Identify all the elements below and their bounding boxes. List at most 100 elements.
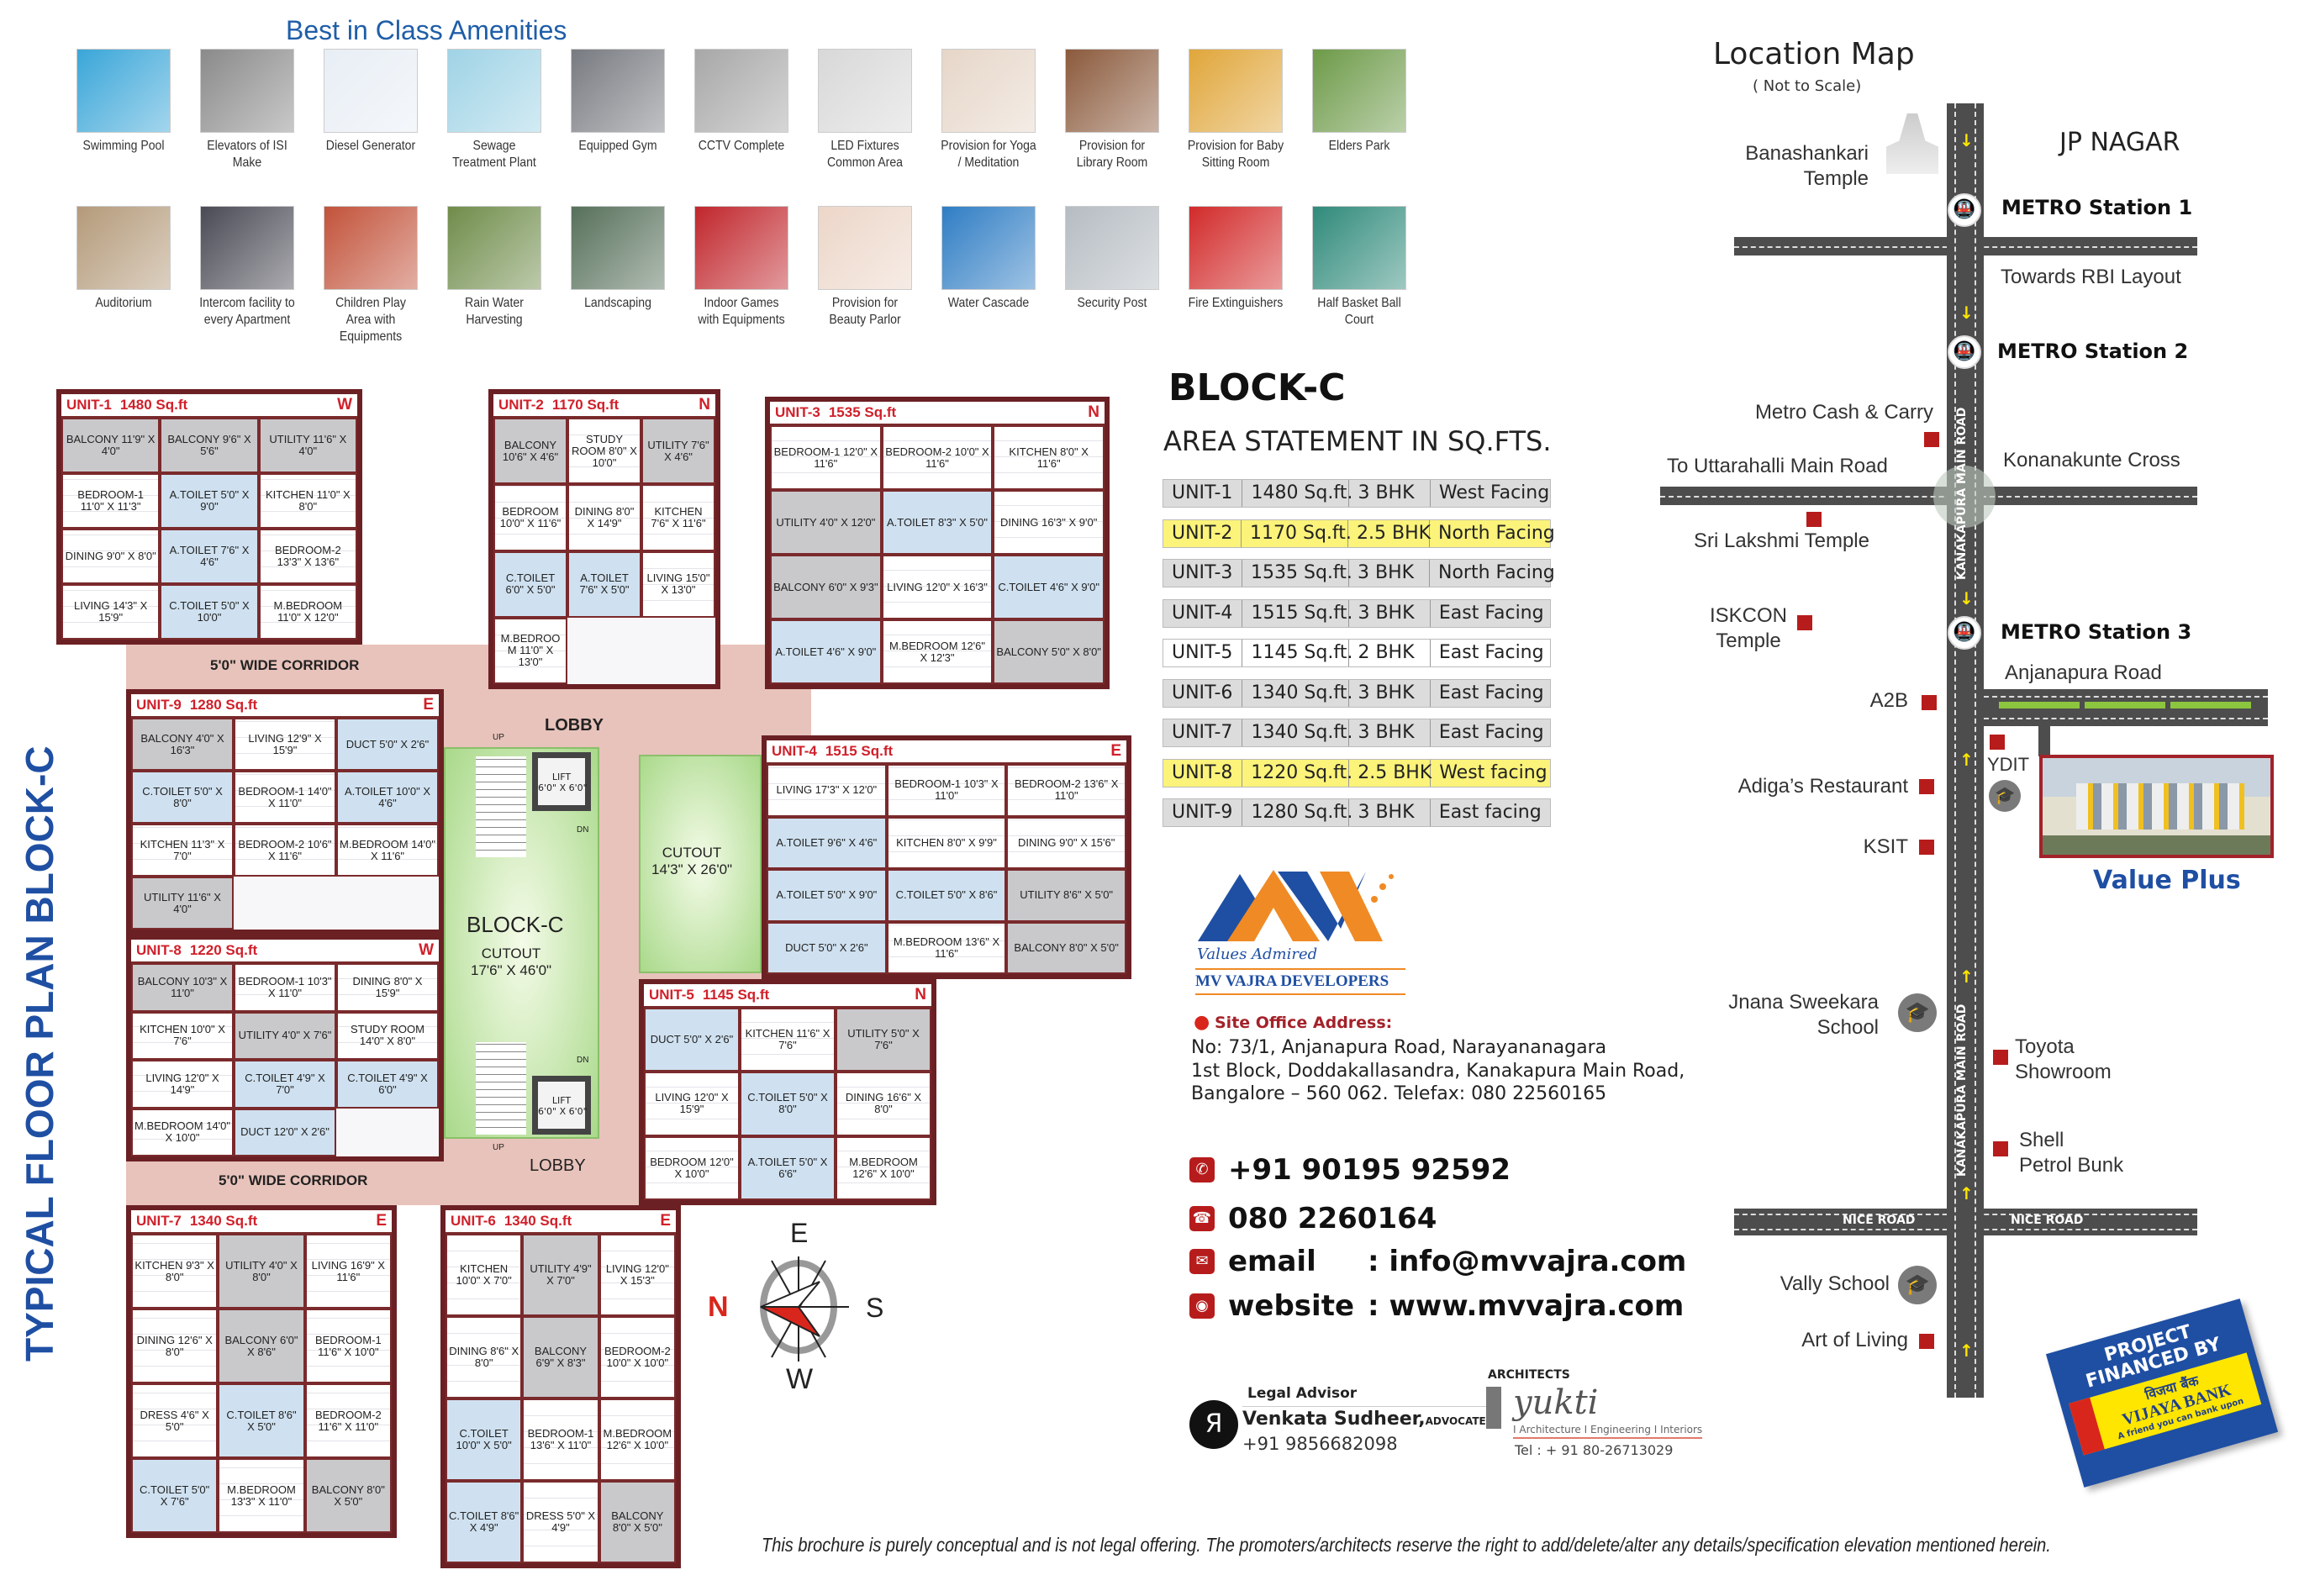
school-icon: 🎓 — [1898, 993, 1937, 1032]
amenity-photo — [200, 49, 294, 133]
unit-area: 1480 Sq.ft — [119, 397, 188, 413]
arrow-down-icon: ↓ — [1959, 588, 1974, 608]
main-cutout-label: CUTOUT 17'6" X 46'0" — [471, 945, 552, 978]
table-cell: 3 BHK — [1349, 599, 1431, 627]
email-icon: ✉ — [1189, 1249, 1215, 1274]
staircase — [476, 1042, 526, 1135]
amenity-photo — [1312, 206, 1406, 290]
table-cell: East Facing — [1438, 722, 1544, 743]
unit-label: UNIT-4 1515 Sq.ft E — [767, 740, 1126, 764]
table-cell: 3 BHK — [1349, 679, 1431, 707]
location-pin-icon: ● — [1194, 1012, 1210, 1033]
label-vally: Vally School — [1780, 1272, 1890, 1295]
amenity-label: Elevators of ISI Make — [207, 139, 287, 170]
room: C.TOILET 5'0" X 8'6" — [886, 869, 1007, 922]
lobby-label: LOBBY — [530, 1156, 586, 1175]
konanakunte-junction — [1933, 466, 1996, 528]
area-statement-title: AREA STATEMENT IN SQ.FTS. — [1163, 425, 1552, 457]
table-cell: 3 BHK — [1349, 480, 1431, 507]
website-url[interactable]: : www.mvvajra.com — [1368, 1289, 1685, 1323]
unit-area: 1170 Sq.ft — [551, 397, 620, 413]
developer-name: MV VAJRA DEVELOPERS — [1195, 968, 1405, 995]
amenity-label: Auditorium — [95, 296, 152, 310]
amenity-photo — [200, 206, 294, 290]
unit-name: UNIT-3 — [775, 404, 820, 420]
unit-name: UNIT-4 — [772, 743, 817, 759]
metro-station-1: METRO Station 1 — [2001, 196, 2193, 219]
room: LIVING 16'9" X 11'6" — [304, 1234, 392, 1309]
compass-south: S — [866, 1293, 884, 1323]
address-line: 1st Block, Doddakallasandra, Kanakapura … — [1191, 1061, 1685, 1082]
side-road — [2038, 726, 2050, 756]
room: BEDROOM 12'0" X 10'0" — [644, 1135, 740, 1200]
amenity-item: LED Fixtures Common Area — [810, 49, 920, 171]
room: BEDROOM-2 10'0" X 10'0" — [598, 1316, 676, 1398]
room: BEDROOM-1 13'6" X 11'0" — [522, 1398, 599, 1481]
amenity-photo — [447, 49, 541, 133]
table-cell: 2 BHK — [1349, 640, 1431, 666]
unit-name: UNIT-9 — [136, 697, 182, 713]
label-banashankari: Banashankari Temple — [1745, 142, 1869, 190]
amenity-item: Equipped Gym — [563, 49, 672, 155]
amenity-label: Provision for Baby Sitting Room — [1187, 139, 1284, 170]
lift: LIFT 6'0" X 6'0" — [532, 1076, 591, 1135]
table-cell: UNIT-1 — [1163, 480, 1243, 507]
legal-advisor-label: Legal Advisor — [1247, 1385, 1358, 1402]
school-icon: 🎓 — [1898, 1266, 1937, 1304]
side-cutout-label: CUTOUT 14'3" X 26'0" — [651, 845, 733, 877]
school-icon: 🎓 — [1989, 780, 2021, 812]
room: LIVING 12'9" X 15'9" — [234, 718, 336, 771]
mobile-icon: ✆ — [1189, 1157, 1215, 1183]
table-cell: UNIT-9 — [1163, 799, 1243, 826]
label-lakshmi: Sri Lakshmi Temple — [1694, 529, 1869, 552]
amenity-photo — [1065, 206, 1159, 290]
stair-down-label: DN — [577, 825, 589, 835]
unit-area: 1515 Sq.ft — [825, 743, 894, 759]
park-strips — [1999, 702, 2251, 708]
metro-icon: 🚇 — [1948, 193, 1981, 227]
room: C.TOILET 5'0" X 8'0" — [131, 771, 234, 824]
room: BEDROOM 10'0" X 11'6" — [493, 484, 567, 551]
room: M.BEDROOM 13'3" X 11'0" — [218, 1458, 305, 1533]
label-konanakunte: Konanakunte Cross — [2003, 449, 2180, 471]
table-cell: UNIT-4 — [1163, 599, 1243, 627]
table-cell: 2.5 BHK — [1349, 759, 1432, 787]
unit-facing-marker: E — [1110, 742, 1121, 760]
arrow-down-icon: ↓ — [1959, 303, 1974, 323]
room: A.TOILET 4'6" X 9'0" — [770, 619, 882, 684]
room: DRESS 4'6" X 5'0" — [131, 1383, 219, 1458]
room: BALCONY 10'3" X 11'0" — [131, 963, 234, 1012]
room: BEDROOM-1 14'0" X 11'0" — [234, 771, 336, 824]
room: UTILITY 4'0" X 7'6" — [234, 1011, 336, 1060]
room: BEDROOM-2 11'6" X 11'0" — [304, 1383, 392, 1458]
room: KITCHEN 10'0" X 7'6" — [131, 1011, 234, 1060]
address-line: Bangalore – 560 062. Telefax: 080 225601… — [1191, 1083, 1607, 1104]
email-address[interactable]: : info@mvvajra.com — [1368, 1245, 1687, 1278]
room: C.TOILET 5'0" X 7'6" — [131, 1458, 219, 1533]
finance-badge: PROJECT FINANCED BY विजया बैंक VIJAYA BA… — [2045, 1298, 2279, 1488]
temple-icon — [1886, 113, 1938, 174]
amenity-item: Auditorium — [69, 206, 178, 312]
room: DINING 16'6" X 8'0" — [836, 1072, 931, 1136]
table-cell: 1480 Sq.ft. — [1242, 480, 1352, 507]
table-cell: North Facing — [1438, 522, 1555, 544]
lobby-label: LOBBY — [545, 716, 604, 735]
room: LIVING 15'0" X 13'0" — [641, 550, 715, 618]
nice-road-label: NICE ROAD — [1843, 1214, 1916, 1227]
place-marker — [1993, 1141, 2008, 1156]
table-cell: West facing — [1439, 761, 1548, 783]
room: KITCHEN 7'6" X 11'6" — [641, 484, 715, 551]
project-name: Value Plus — [2093, 866, 2241, 895]
unit-area: 1535 Sq.ft — [828, 404, 897, 420]
